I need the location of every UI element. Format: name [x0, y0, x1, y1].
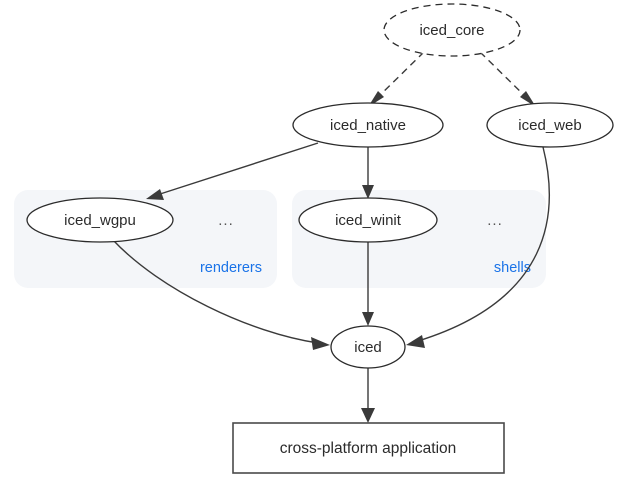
cluster-shells-label: shells	[494, 260, 531, 276]
cluster-shells-ellipsis: ...	[487, 212, 503, 229]
node-iced-wgpu-label: iced_wgpu	[64, 212, 136, 229]
edge-iced-to-application-arrowhead	[361, 408, 375, 423]
node-iced-core[interactable]: iced_core	[383, 3, 521, 57]
edge-iced-native-to-iced-winit-arrowhead	[362, 185, 374, 199]
edge-iced-native-to-iced-wgpu	[146, 142, 319, 200]
node-iced-web-label: iced_web	[518, 117, 581, 134]
node-iced-winit-shape[interactable]	[298, 197, 438, 243]
node-iced-winit[interactable]: iced_winit	[298, 197, 438, 243]
edge-iced-core-to-iced-web-arrowhead	[520, 91, 536, 107]
edge-iced-to-application	[361, 368, 375, 423]
node-iced-core-label: iced_core	[419, 22, 484, 39]
edge-iced-web-to-iced-arrowhead	[406, 335, 425, 348]
edge-iced-native-to-iced-wgpu-arrowhead	[146, 189, 164, 200]
edge-iced-core-to-iced-web-line	[479, 51, 530, 101]
node-iced-wgpu-shape[interactable]	[26, 197, 174, 243]
edge-iced-native-to-iced-wgpu-line	[156, 142, 319, 196]
node-cross-platform-application-label: cross-platform application	[280, 440, 457, 457]
edge-iced-native-to-iced-winit	[362, 147, 374, 199]
node-iced-native[interactable]: iced_native	[292, 102, 444, 148]
node-iced-native-label: iced_native	[330, 117, 406, 134]
edge-iced-core-to-iced-native	[368, 51, 425, 107]
node-iced-winit-label: iced_winit	[335, 212, 402, 229]
edge-iced-wgpu-to-iced-arrowhead	[311, 337, 330, 350]
edge-iced-wgpu-to-iced	[112, 239, 330, 350]
edge-iced-winit-to-iced-arrowhead	[362, 312, 374, 326]
edge-iced-core-to-iced-native-line	[374, 51, 425, 101]
edge-iced-winit-to-iced	[362, 242, 374, 326]
node-iced-web[interactable]: iced_web	[486, 102, 614, 148]
node-iced-wgpu[interactable]: iced_wgpu	[26, 197, 174, 243]
edge-iced-wgpu-to-iced-line	[112, 239, 319, 344]
node-iced-shape[interactable]	[330, 325, 406, 369]
edge-iced-web-to-iced-line	[417, 146, 550, 342]
node-iced[interactable]: iced	[330, 325, 406, 369]
node-iced-core-shape[interactable]	[383, 3, 521, 57]
node-iced-label: iced	[354, 339, 382, 356]
cluster-renderers-ellipsis: ...	[218, 212, 234, 229]
edge-iced-core-to-iced-web	[479, 51, 536, 107]
node-cross-platform-application[interactable]: cross-platform application	[232, 422, 505, 474]
node-iced-native-shape[interactable]	[292, 102, 444, 148]
edge-iced-web-to-iced	[406, 146, 550, 348]
cluster-renderers-label: renderers	[200, 260, 262, 276]
node-iced-web-shape[interactable]	[486, 102, 614, 148]
node-cross-platform-application-shape[interactable]	[232, 422, 505, 474]
